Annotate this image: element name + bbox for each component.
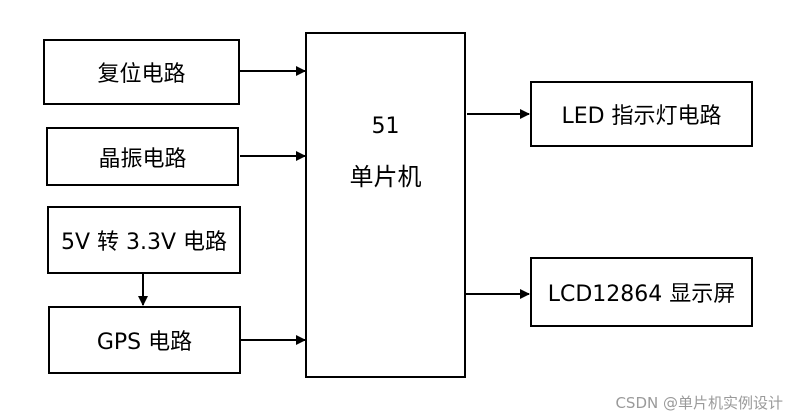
crystal-circuit-label: 晶振电路 bbox=[98, 146, 187, 172]
led-circuit-label: LED 指示灯电路 bbox=[561, 104, 722, 129]
led-circuit-block: LED 指示灯电路 bbox=[530, 81, 753, 147]
gps-circuit-label: GPS 电路 bbox=[96, 330, 193, 355]
mcu-block: 51 单片机 bbox=[305, 32, 466, 378]
reset-circuit-block: 复位电路 bbox=[43, 39, 240, 105]
crystal-circuit-block: 晶振电路 bbox=[46, 127, 239, 186]
regulator-circuit-block: 5V 转 3.3V 电路 bbox=[47, 206, 241, 274]
lcd-display-label: LCD12864 显示屏 bbox=[547, 282, 736, 307]
lcd-display-block: LCD12864 显示屏 bbox=[530, 257, 753, 327]
mcu-model-label: 51 bbox=[371, 114, 400, 139]
gps-circuit-block: GPS 电路 bbox=[48, 306, 241, 374]
mcu-name-label: 单片机 bbox=[349, 163, 422, 191]
reset-circuit-label: 复位电路 bbox=[97, 62, 186, 87]
regulator-circuit-label: 5V 转 3.3V 电路 bbox=[60, 230, 228, 255]
watermark: CSDN @单片机实例设计 bbox=[615, 394, 783, 412]
